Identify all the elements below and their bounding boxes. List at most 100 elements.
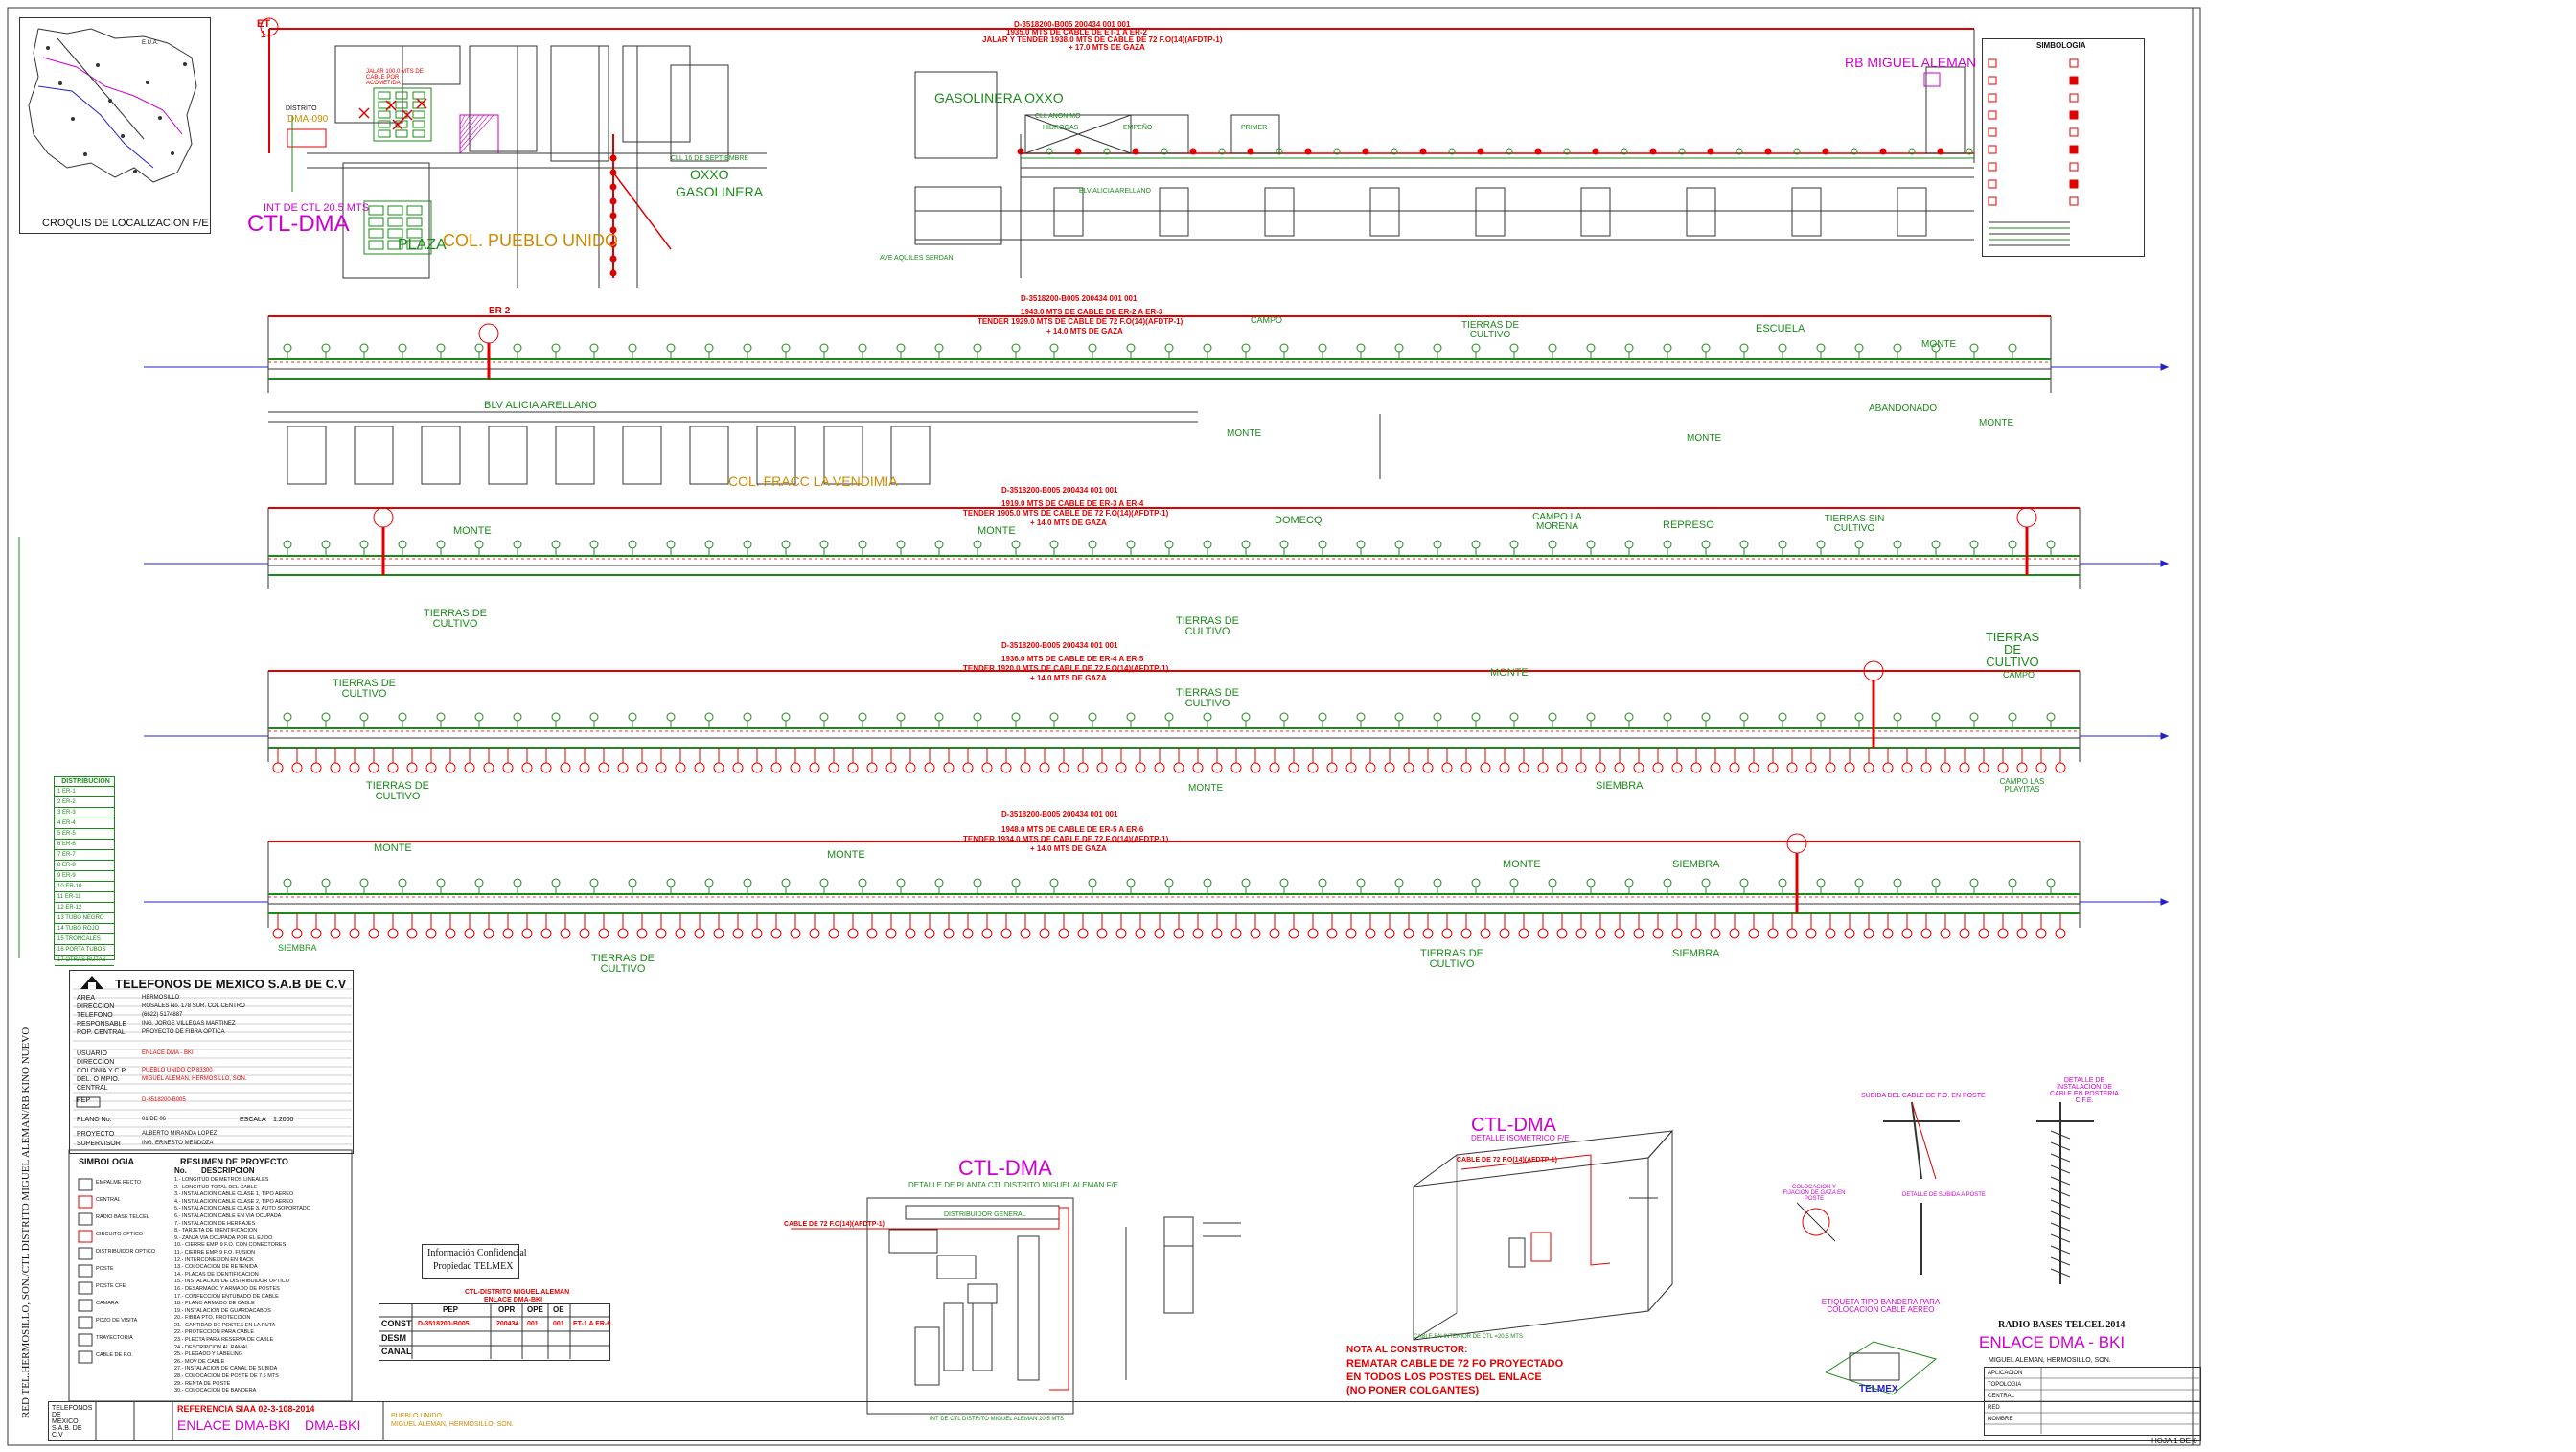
pole-icon — [1893, 343, 1902, 353]
et-label: ET — [257, 18, 271, 30]
pole-icon — [1318, 878, 1327, 887]
red-pole-icon — [540, 762, 552, 773]
legend-symbol — [2069, 196, 2079, 206]
red-pole-icon — [1039, 762, 1050, 773]
pole-icon — [1448, 148, 1456, 155]
plan-cable-route — [791, 1207, 1070, 1391]
pole-icon — [934, 540, 944, 549]
red-pole-icon — [1135, 928, 1146, 939]
strip2-monte-b: MONTE — [1227, 428, 1262, 439]
radio-block-location: MIGUEL ALEMAN, HERMOSILLO, SON. — [1989, 1357, 2111, 1364]
red-pole-icon — [770, 762, 782, 773]
red-pole-icon — [809, 928, 820, 939]
legend-row: POSTE — [96, 1266, 114, 1272]
title-field-label: RESPONSABLE — [77, 1021, 127, 1027]
pole-icon — [321, 712, 331, 722]
pole-icon — [1816, 540, 1826, 549]
ctl-room — [406, 217, 423, 227]
pole-icon — [474, 343, 484, 353]
title-field-value: ALBERTO MIRANDA LOPEZ — [142, 1131, 218, 1137]
distribucion-row: 17 OTRAS RUTAS — [55, 956, 114, 966]
ctl-room — [387, 217, 403, 227]
title-field-label: DIRECCION — [77, 1003, 115, 1010]
bottom-enlace: ENLACE DMA-BKI — [177, 1417, 291, 1433]
pole-icon — [1534, 148, 1542, 155]
pole-icon — [628, 540, 637, 549]
title-field-value: ING. JORGE VILLEGAS MARTINEZ — [142, 1021, 236, 1026]
locator-town — [171, 151, 174, 155]
resumen-row: 1.- LONGITUD DE METROS LINEALES — [174, 1177, 269, 1183]
strip2-blv-alicia: BLV ALICIA ARELLANO — [484, 400, 597, 411]
red-pole-icon — [1365, 762, 1376, 773]
red-pole-icon — [368, 762, 380, 773]
strip1-gaza: + 17.0 MTS DE GAZA — [1069, 43, 1145, 52]
resumen-row: 16.- DESARMADO Y ARMADO DE POSTES — [174, 1285, 280, 1292]
red-pole-icon — [1346, 762, 1357, 773]
legend-symbol — [2069, 110, 2079, 120]
pole-icon — [1356, 343, 1366, 353]
red-pole-icon — [1288, 928, 1300, 939]
pole-icon — [1126, 712, 1136, 722]
red-pole-icon — [349, 762, 360, 773]
red-pole-icon — [310, 928, 322, 939]
pole-icon — [781, 540, 791, 549]
red-pole-icon — [1882, 928, 1894, 939]
red-pole-icon — [2055, 762, 2066, 773]
pole-icon — [704, 343, 714, 353]
pole-icon — [1586, 540, 1596, 549]
pole-icon — [589, 343, 599, 353]
red-pole-icon — [330, 762, 341, 773]
resumen-row: 8.- TARJETA DE IDENTIFICACION — [174, 1228, 258, 1234]
pole-icon — [1433, 540, 1442, 549]
pole-icon — [666, 878, 676, 887]
block-outline — [1580, 187, 1611, 237]
legend-row: DISTRIBUIDOR OPTICO — [96, 1249, 156, 1255]
red-pole-icon — [1154, 762, 1165, 773]
pole-icon — [398, 878, 407, 887]
pole-icon — [1164, 712, 1174, 722]
pole-icon — [436, 343, 446, 353]
pole-icon — [474, 878, 484, 887]
red-pole-icon — [1690, 928, 1702, 939]
block-outline — [823, 426, 863, 485]
block-outline — [890, 426, 931, 485]
strip5-siembra-c: SIEMBRA — [1672, 948, 1720, 959]
strip4-campo: CAMPO — [2003, 670, 2036, 680]
locator-town — [58, 81, 62, 85]
ctl-room — [387, 205, 403, 216]
pole-icon — [1879, 148, 1887, 155]
legend-symbol — [1988, 110, 1997, 120]
red-pole-icon — [1518, 928, 1530, 939]
pole-icon — [2046, 878, 2056, 887]
red-pole-icon — [1441, 762, 1453, 773]
nota-line3: (NO PONER COLGANTES) — [1346, 1385, 1480, 1396]
strip5-length: 1948.0 MTS DE CABLE DE ER-5 A ER-6 — [1001, 825, 1144, 834]
pole-icon — [1778, 540, 1787, 549]
pole-icon — [1509, 540, 1519, 549]
detail-iso-bottom: CABLE EN INTERIOR DE CTL =20.5 MTS — [1414, 1334, 1523, 1340]
strip2-monte-d: MONTE — [1979, 418, 2014, 428]
strip5-monte-a: MONTE — [374, 842, 412, 854]
strip3-length: 1919.0 MTS DE CABLE DE ER-3 A ER-4 — [1001, 499, 1144, 508]
blv-alicia-top-label: BLV ALICIA ARELLANO — [1079, 188, 1151, 195]
ctl-room — [387, 228, 403, 239]
red-pole-icon — [1422, 928, 1434, 939]
pole-icon — [896, 878, 906, 887]
strip1-instruction: JALAR Y TENDER 1938.0 MTS DE CABLE DE 72… — [982, 35, 1223, 44]
red-pole-icon — [1710, 928, 1721, 939]
strip3-domecq: DOMECQ — [1275, 515, 1322, 526]
pole-icon — [1739, 540, 1749, 549]
red-pole-icon — [1480, 928, 1491, 939]
pep-col-opr: OPR — [498, 1305, 516, 1314]
block-outline — [550, 45, 610, 162]
red-pole-icon — [732, 928, 744, 939]
red-pole-icon — [1326, 928, 1338, 939]
cll-anonimo-label: CLL ANONIMO — [1035, 113, 1081, 120]
confidential-subtitle: Propiedad TELMEX — [433, 1261, 514, 1272]
arrow-head — [2160, 732, 2170, 740]
pep-const-opr: 200434 — [496, 1321, 519, 1327]
red-pole-icon — [1920, 762, 1932, 773]
pole-icon — [666, 540, 676, 549]
red-pole-icon — [1384, 762, 1395, 773]
iso-rack — [1508, 1237, 1526, 1268]
